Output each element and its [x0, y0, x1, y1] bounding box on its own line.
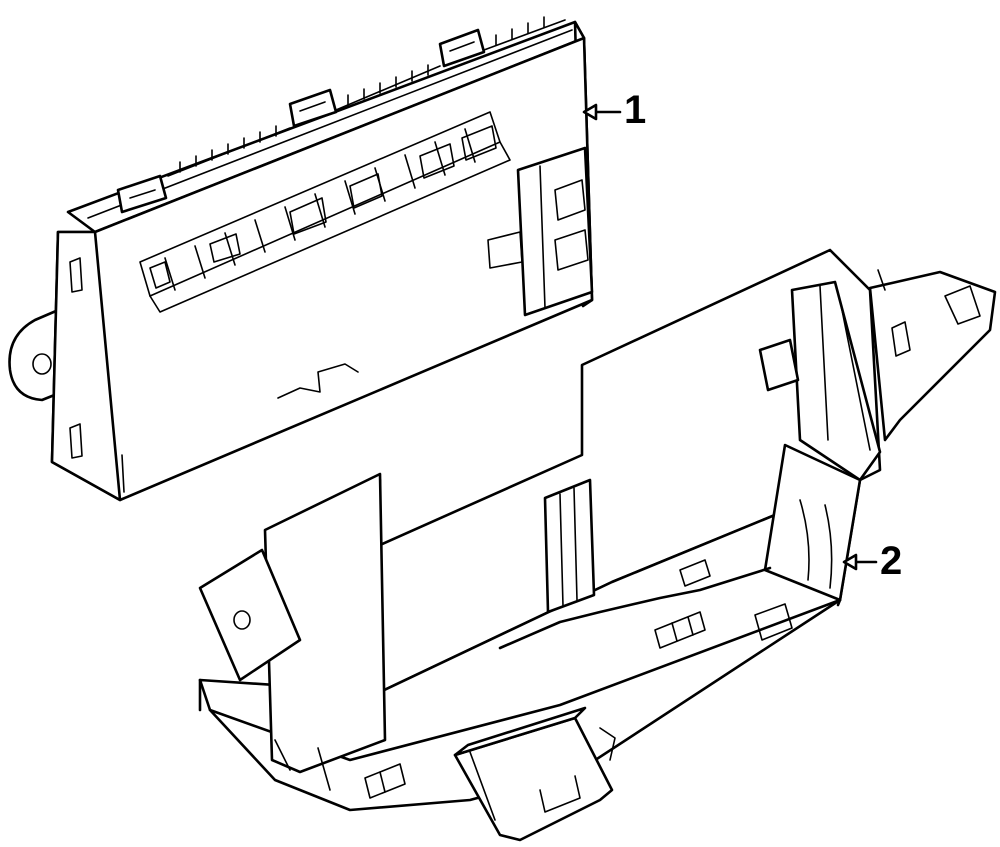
module-left-face — [50, 230, 122, 502]
bracket-floor-slot — [654, 611, 706, 649]
bracket-left-tab — [198, 548, 302, 682]
module-top-tab — [288, 88, 338, 128]
callout-arrowhead-1 — [582, 103, 598, 121]
bracket-left-tab-hole — [233, 610, 251, 630]
bracket-center-clip — [543, 478, 596, 614]
callout-arrowhead-2 — [842, 553, 858, 571]
bracket-floor-slot — [364, 763, 406, 799]
callout-label-1: 1 — [624, 88, 647, 132]
module-end-connector — [516, 146, 594, 317]
bracket-right-clip — [758, 338, 800, 392]
module-top-tab — [438, 28, 486, 68]
callout-label-2: 2 — [880, 539, 903, 583]
module-bracket — [198, 248, 997, 842]
control-module — [8, 16, 622, 502]
bracket-front-connector-tab — [453, 716, 614, 842]
bracket-right-tab — [868, 270, 997, 442]
bracket-left-wall — [263, 472, 387, 774]
bracket-floor-slot — [754, 603, 793, 641]
bracket-right-post — [790, 280, 882, 482]
module-mounting-hole — [32, 353, 52, 375]
